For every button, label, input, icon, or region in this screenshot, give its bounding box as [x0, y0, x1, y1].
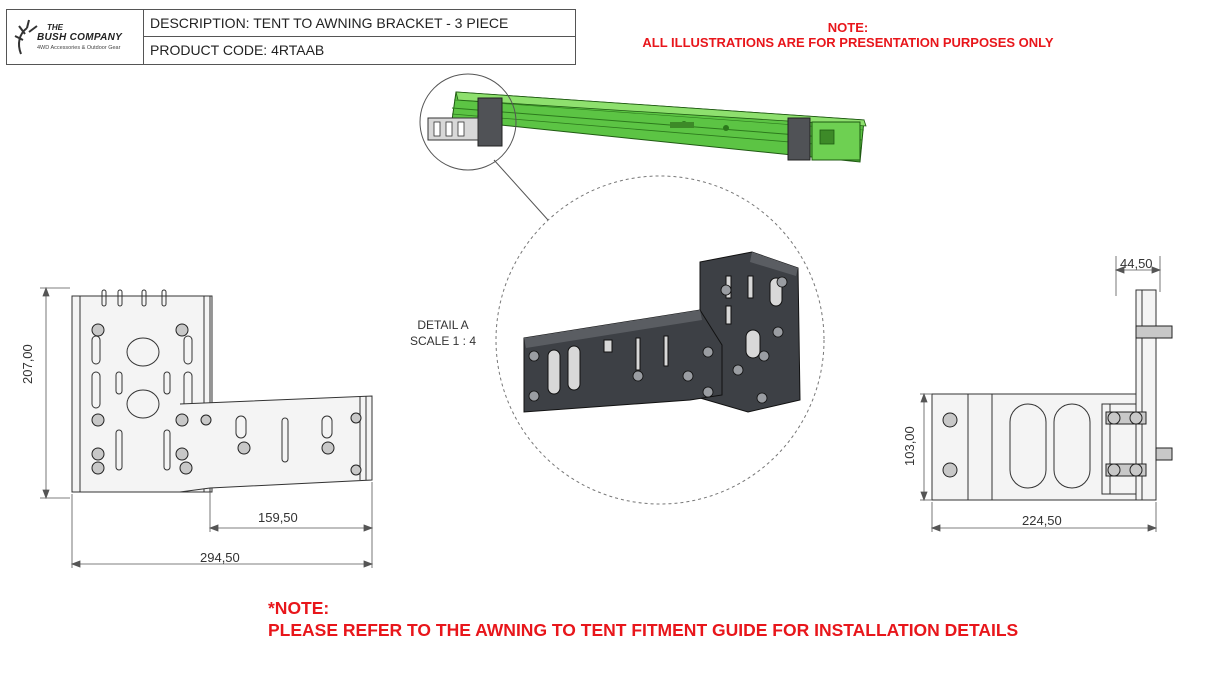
fitment-note: *NOTE: PLEASE REFER TO THE AWNING TO TEN… — [268, 597, 1018, 641]
side-view-bolts — [942, 325, 1173, 478]
dim-side-height: 103,00 — [902, 426, 917, 466]
product-code-field: PRODUCT CODE: 4RTAAB — [150, 42, 325, 58]
presentation-note: NOTE: ALL ILLUSTRATIONS ARE FOR PRESENTA… — [600, 20, 1096, 50]
dim-front-total-width: 294,50 — [200, 550, 240, 565]
awning-rail-isometric — [427, 91, 867, 163]
detail-bracket-isometric — [523, 251, 801, 413]
detail-label: DETAIL A SCALE 1 : 4 — [404, 317, 482, 349]
logo-line2: BUSH COMPANY — [37, 32, 123, 43]
fitment-note-title: *NOTE: — [268, 598, 330, 618]
title-block: THE BUSH COMPANY 4WD Accessories & Outdo… — [6, 9, 576, 65]
presentation-note-title: NOTE: — [827, 20, 869, 35]
front-view-bolts — [91, 323, 362, 476]
description-field: DESCRIPTION: TENT TO AWNING BRACKET - 3 … — [144, 10, 575, 37]
logo-line3: 4WD Accessories & Outdoor Gear — [37, 45, 121, 51]
side-view-dimensions — [920, 256, 1162, 532]
presentation-note-text: ALL ILLUSTRATIONS ARE FOR PRESENTATION P… — [642, 35, 1054, 50]
company-logo: THE BUSH COMPANY 4WD Accessories & Outdo… — [7, 10, 144, 64]
logo-line1: THE — [47, 23, 63, 32]
detail-scale: SCALE 1 : 4 — [409, 334, 477, 348]
front-view — [71, 289, 373, 493]
front-view-dimensions — [40, 286, 374, 568]
dim-side-width: 224,50 — [1022, 513, 1062, 528]
dim-front-height: 207,00 — [20, 344, 35, 384]
detail-title: DETAIL A — [417, 318, 469, 332]
fitment-note-text: PLEASE REFER TO THE AWNING TO TENT FITME… — [268, 620, 1019, 640]
dim-front-arm-width: 159,50 — [258, 510, 298, 525]
antler-logo-icon — [14, 19, 38, 55]
detail-callout — [419, 73, 825, 505]
dim-side-offset: 44,50 — [1120, 256, 1153, 271]
